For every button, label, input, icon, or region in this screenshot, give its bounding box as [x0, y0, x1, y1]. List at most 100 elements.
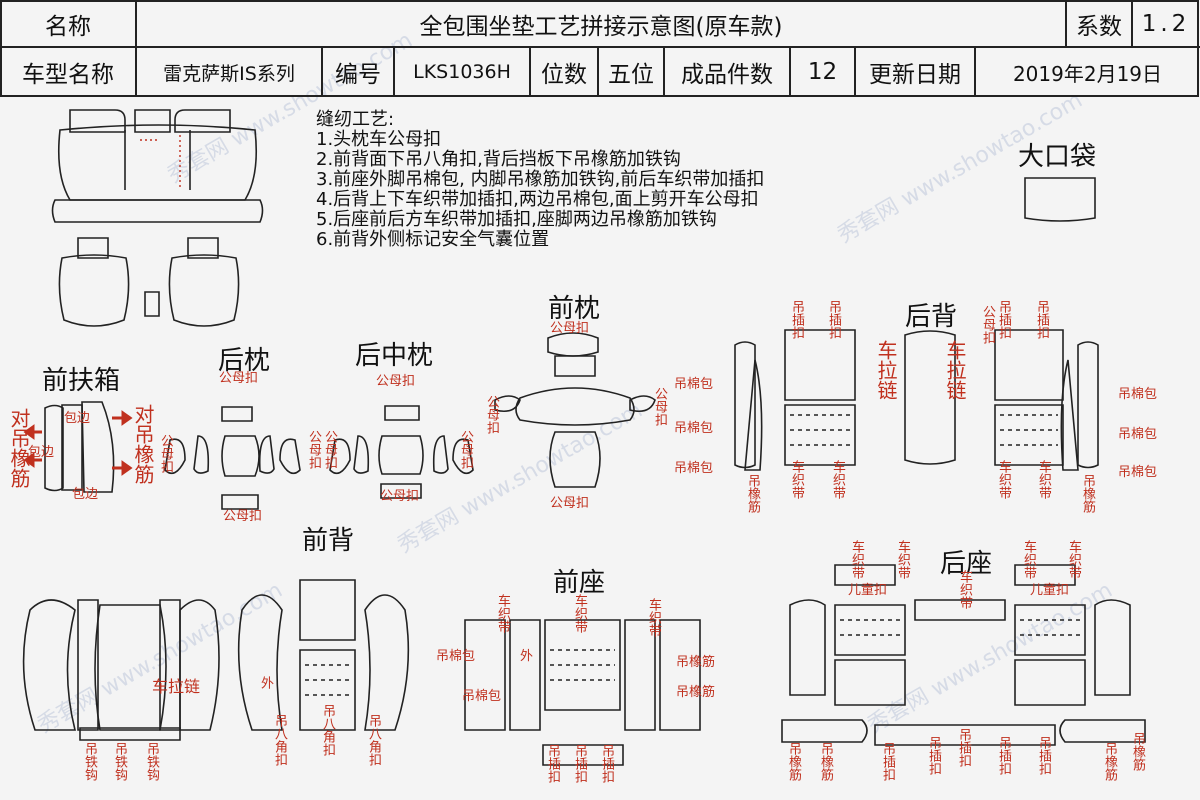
snap-label: 公母扣: [376, 374, 416, 389]
outer-label: 外: [258, 676, 273, 689]
hang-elastic-label: 吊橡筋: [818, 742, 833, 781]
hang-buckle-label: 吊插扣: [880, 742, 895, 781]
webbing-label: 车织带: [572, 594, 587, 633]
snap-label: 公母扣: [458, 430, 473, 469]
date-label: 更新日期: [869, 62, 961, 88]
seat-overview-front: [58, 237, 240, 327]
rear-mid-headrest-title: 后中枕: [355, 341, 434, 371]
webbing-label: 车织带: [1066, 540, 1081, 579]
hang-elastic-label: 吊橡筋: [1080, 474, 1095, 513]
header-table: [0, 0, 1200, 97]
sewing-notes: 缝纫工艺: 1.头枕车公母扣 2.前背面下吊八角扣,背后挡板下吊橡筋加铁钩 3.…: [316, 110, 764, 250]
snap-label: 公母扣: [550, 321, 590, 336]
front-back-title: 前背: [302, 526, 355, 556]
wrap-edge-label: 包边: [28, 445, 55, 460]
snap-label: 公母扣: [223, 509, 263, 524]
page-title: 全包围坐垫工艺拼接示意图(原车款): [419, 13, 783, 40]
opposite-hang-elastic-label: 对吊橡筋: [7, 408, 31, 488]
zipper-label: 车拉链: [943, 340, 967, 400]
hang-elastic-label: 吊橡筋: [676, 655, 716, 670]
model-label: 车型名称: [22, 62, 114, 88]
pieces-value: 12: [807, 59, 838, 85]
hang-cotton-label: 吊棉包: [1118, 427, 1158, 442]
front-seat-title: 前座: [553, 568, 606, 598]
note-item: 5.后座前后方车织带加插扣,座脚两边吊橡筋加铁钩: [316, 209, 717, 230]
hang-buckle-label: 吊插扣: [545, 744, 560, 783]
front-headrest-title: 前枕: [548, 294, 601, 324]
snap-label: 公母扣: [322, 430, 337, 469]
hang-buckle-label: 吊插扣: [996, 736, 1011, 775]
snap-label: 公母扣: [306, 430, 321, 469]
note-item: 6.前背外侧标记安全气囊位置: [316, 229, 550, 250]
hang-buckle-label: 吊插扣: [826, 300, 841, 339]
hang-iron-hook-label: 吊铁钩: [144, 742, 159, 781]
rear-headrest-title: 后枕: [218, 346, 271, 376]
webbing-label: 车织带: [849, 540, 864, 579]
hang-octagon-label: 吊八角扣: [320, 704, 335, 756]
seats-label: 位数: [541, 62, 587, 88]
hang-elastic-label: 吊橡筋: [1102, 742, 1117, 781]
opposite-hang-elastic-label: 对吊橡筋: [131, 404, 155, 484]
seats-value: 五位: [608, 62, 654, 88]
hang-cotton-label: 吊棉包: [674, 377, 714, 392]
rear-seat-title: 后座: [940, 549, 993, 579]
code-value: LKS1036H: [413, 61, 511, 83]
front-armrest-title: 前扶箱: [42, 366, 121, 396]
hang-buckle-label: 吊插扣: [599, 744, 614, 783]
snap-label: 公母扣: [980, 305, 995, 344]
child-seat-label: 儿童扣: [848, 583, 888, 598]
webbing-label: 车织带: [1021, 540, 1036, 579]
coef-label: 系数: [1076, 13, 1122, 40]
seat-overview-rear: [51, 109, 264, 223]
hang-elastic-label: 吊橡筋: [1130, 732, 1145, 771]
child-seat-label: 儿童扣: [1030, 583, 1070, 598]
webbing-label: 车织带: [996, 460, 1011, 499]
note-item: 1.头枕车公母扣: [316, 129, 442, 150]
code-label: 编号: [335, 62, 381, 88]
name-label: 名称: [45, 13, 91, 40]
webbing-label: 车织带: [1036, 460, 1051, 499]
webbing-label: 车织带: [830, 460, 845, 499]
hang-buckle-label: 吊插扣: [789, 300, 804, 339]
webbing-label: 车织带: [789, 460, 804, 499]
big-pocket-title: 大口袋: [1018, 142, 1097, 172]
snap-label: 公母扣: [380, 489, 420, 504]
hang-cotton-label: 吊棉包: [1118, 465, 1158, 480]
webbing-label: 车织带: [957, 570, 972, 609]
note-item: 4.后背上下车织带加插扣,两边吊棉包,面上剪开车公母扣: [316, 189, 759, 210]
snap-label: 公母扣: [158, 434, 173, 473]
hang-cotton-label: 吊棉包: [436, 649, 476, 664]
hang-cotton-label: 吊棉包: [674, 461, 714, 476]
snap-label: 公母扣: [219, 371, 259, 386]
hang-elastic-label: 吊橡筋: [745, 474, 760, 513]
snap-label: 公母扣: [484, 395, 499, 434]
hang-buckle-label: 吊插扣: [926, 736, 941, 775]
zipper-label: 车拉链: [874, 340, 898, 400]
webbing-label: 车织带: [495, 594, 510, 633]
pieces-label: 成品件数: [681, 62, 773, 88]
hang-elastic-label: 吊橡筋: [786, 742, 801, 781]
hang-octagon-label: 吊八角扣: [272, 714, 287, 766]
notes-heading: 缝纫工艺:: [316, 109, 395, 130]
webbing-label: 车织带: [895, 540, 910, 579]
hang-buckle-label: 吊插扣: [996, 300, 1011, 339]
big-pocket-shape: [1024, 177, 1096, 222]
webbing-label: 车织带: [646, 598, 661, 637]
hang-cotton-label: 吊棉包: [674, 421, 714, 436]
model-value: 雷克萨斯IS系列: [163, 62, 295, 85]
hang-elastic-label: 吊橡筋: [676, 685, 716, 700]
hang-buckle-label: 吊插扣: [1034, 300, 1049, 339]
hang-octagon-label: 吊八角扣: [366, 714, 381, 766]
wrap-edge-label: 包边: [64, 411, 91, 426]
hang-buckle-label: 吊插扣: [956, 728, 971, 767]
snap-label: 公母扣: [550, 496, 590, 511]
outer-label: 外: [520, 649, 534, 664]
zipper-label: 车拉链: [152, 677, 201, 696]
rear-back-title: 后背: [905, 302, 958, 332]
note-item: 2.前背面下吊八角扣,背后挡板下吊橡筋加铁钩: [316, 149, 681, 170]
note-item: 3.前座外脚吊棉包, 内脚吊橡筋加铁钩,前后车织带加插扣: [316, 169, 765, 190]
hang-cotton-label: 吊棉包: [1118, 387, 1158, 402]
coef-value: 1.2: [1141, 10, 1191, 37]
